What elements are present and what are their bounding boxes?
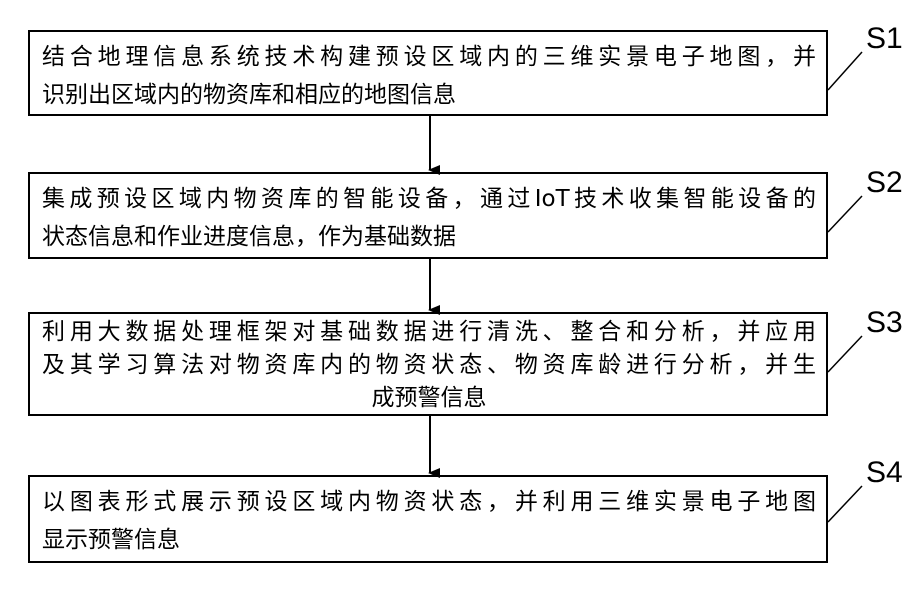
step-text-line: 以图表形式展示预设区域内物资状态，并利用三维实景电子地图	[42, 483, 816, 521]
step-text-line: 识别出区域内的物资库和相应的地图信息	[42, 76, 816, 114]
step-box-s3: 利用大数据处理框架对基础数据进行清洗、整合和分析，并应用 及其学习算法对物资库内…	[28, 312, 828, 416]
leader-s3	[828, 336, 862, 372]
step-text-line: 集成预设区域内物资库的智能设备，通过IoT技术收集智能设备的	[42, 180, 816, 218]
step-label-s2: S2	[866, 166, 903, 200]
step-text-line: 及其学习算法对物资库内的物资状态、物资库龄进行分析，并生	[42, 349, 816, 382]
step-text-line: 成预警信息	[42, 382, 816, 415]
leader-s1	[828, 52, 862, 90]
leader-s2	[828, 196, 862, 232]
step-box-s2: 集成预设区域内物资库的智能设备，通过IoT技术收集智能设备的 状态信息和作业进度…	[28, 172, 828, 259]
step-text-line: 结合地理信息系统技术构建预设区域内的三维实景电子地图，并	[42, 38, 816, 76]
step-text-line: 利用大数据处理框架对基础数据进行清洗、整合和分析，并应用	[42, 316, 816, 349]
step-label-s3: S3	[866, 306, 903, 340]
step-box-s1: 结合地理信息系统技术构建预设区域内的三维实景电子地图，并 识别出区域内的物资库和…	[28, 30, 828, 116]
step-text-line: 显示预警信息	[42, 521, 816, 559]
leader-s4	[828, 486, 862, 522]
step-box-s4: 以图表形式展示预设区域内物资状态，并利用三维实景电子地图 显示预警信息	[28, 475, 828, 563]
step-text-line: 状态信息和作业进度信息，作为基础数据	[42, 218, 816, 256]
step-label-s1: S1	[866, 22, 903, 56]
step-label-s4: S4	[866, 456, 903, 490]
